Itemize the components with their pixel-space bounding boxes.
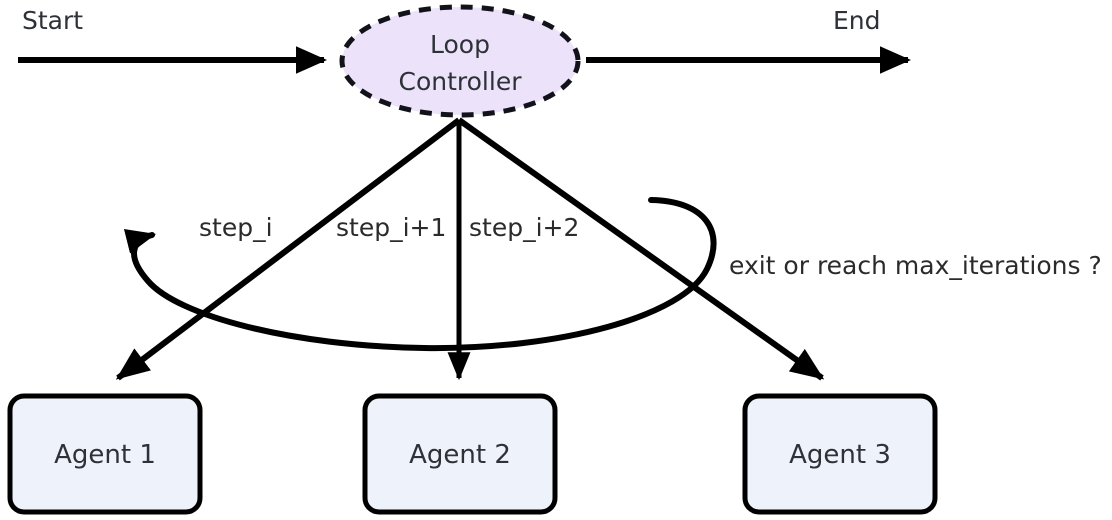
agent-3-node[interactable]	[742, 393, 938, 515]
edge-label-step-i-plus-2: step_i+2	[469, 213, 579, 242]
start-label: Start	[22, 6, 83, 35]
end-label: End	[833, 6, 881, 35]
edge-label-step-i: step_i	[199, 213, 273, 242]
edge-controller-to-agent-1	[115, 117, 461, 381]
loop-controller-node[interactable]	[339, 4, 581, 118]
agent-1-node[interactable]	[7, 393, 203, 515]
feedback-loop-edge	[123, 197, 717, 352]
edge-label-feedback-condition: exit or reach max_iterations ?	[729, 251, 1102, 280]
loop-controller-label-line2: Controller	[399, 67, 523, 96]
agent-3-label: Agent 3	[789, 440, 891, 470]
loop-controller-label-line1: Loop	[430, 30, 490, 59]
edge-controller-to-agent-3	[457, 117, 825, 381]
edge-label-step-i-plus-1: step_i+1	[336, 213, 446, 242]
agent-2-node[interactable]	[362, 393, 558, 515]
agent-1-label: Agent 1	[54, 440, 156, 470]
agent-2-label: Agent 2	[409, 440, 511, 470]
